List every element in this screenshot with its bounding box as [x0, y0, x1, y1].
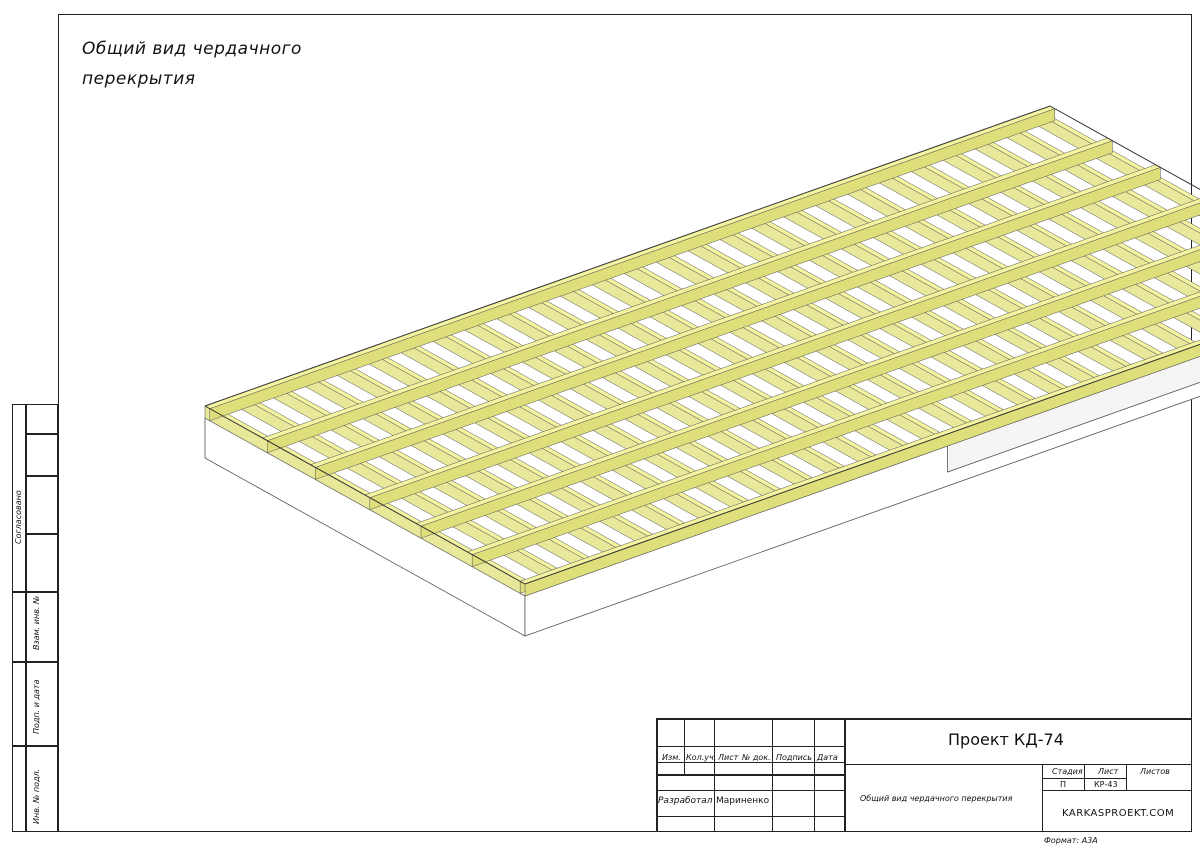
strip-cell: [12, 404, 26, 592]
company-name: KARKASPROEKT.COM: [1062, 808, 1175, 819]
list-label: Лист: [1098, 767, 1119, 776]
author-name: Мариненко: [716, 796, 770, 806]
strip-cell: [26, 746, 58, 832]
strip-cell: [26, 404, 58, 434]
strip-cell: [26, 592, 58, 662]
strip-cell: [26, 434, 58, 476]
strip-cell: [26, 476, 58, 534]
list-value: КР-43: [1094, 780, 1118, 789]
strip-cell: [12, 746, 26, 832]
col-ndok: № док.: [742, 753, 771, 762]
support-wall: [947, 355, 1200, 473]
support-walls: [204, 355, 1200, 637]
strip-cell: [26, 534, 58, 592]
floor-beams: [204, 105, 1200, 597]
listov-label: Листов: [1140, 767, 1170, 776]
frame-outline: [204, 105, 1200, 585]
strip-cell: [26, 662, 58, 746]
razrabotal-label: Разработал: [658, 796, 713, 806]
strip-cell: [12, 592, 26, 662]
title-block: Изм. Кол.уч. Лист № док. Подпись Дата Ра…: [656, 718, 1192, 832]
strip-cell: [12, 662, 26, 746]
drawing-frame: [58, 14, 1192, 832]
stadia-label: Стадия: [1052, 767, 1083, 776]
project-title: Проект КД-74: [948, 730, 1064, 749]
drawing-title-line1: Общий вид чердачного: [82, 39, 302, 59]
col-podpis: Подпись: [776, 753, 812, 762]
drawing-title-line2: перекрытия: [82, 69, 196, 89]
drawing-title: Общий вид чердачного перекрытия: [82, 34, 302, 94]
col-list: Лист: [718, 753, 739, 762]
side-stamp-strip: Согласовано Взам. инв. № Подп. и дата Ин…: [12, 404, 58, 832]
stadia-value: П: [1060, 780, 1067, 789]
col-izm: Изм.: [662, 753, 681, 762]
col-kol: Кол.уч.: [686, 753, 717, 762]
sheet-title: Общий вид чердачного перекрытия: [860, 794, 1013, 803]
format-label: Формат: А3А: [1044, 836, 1098, 845]
col-data: Дата: [817, 753, 838, 762]
